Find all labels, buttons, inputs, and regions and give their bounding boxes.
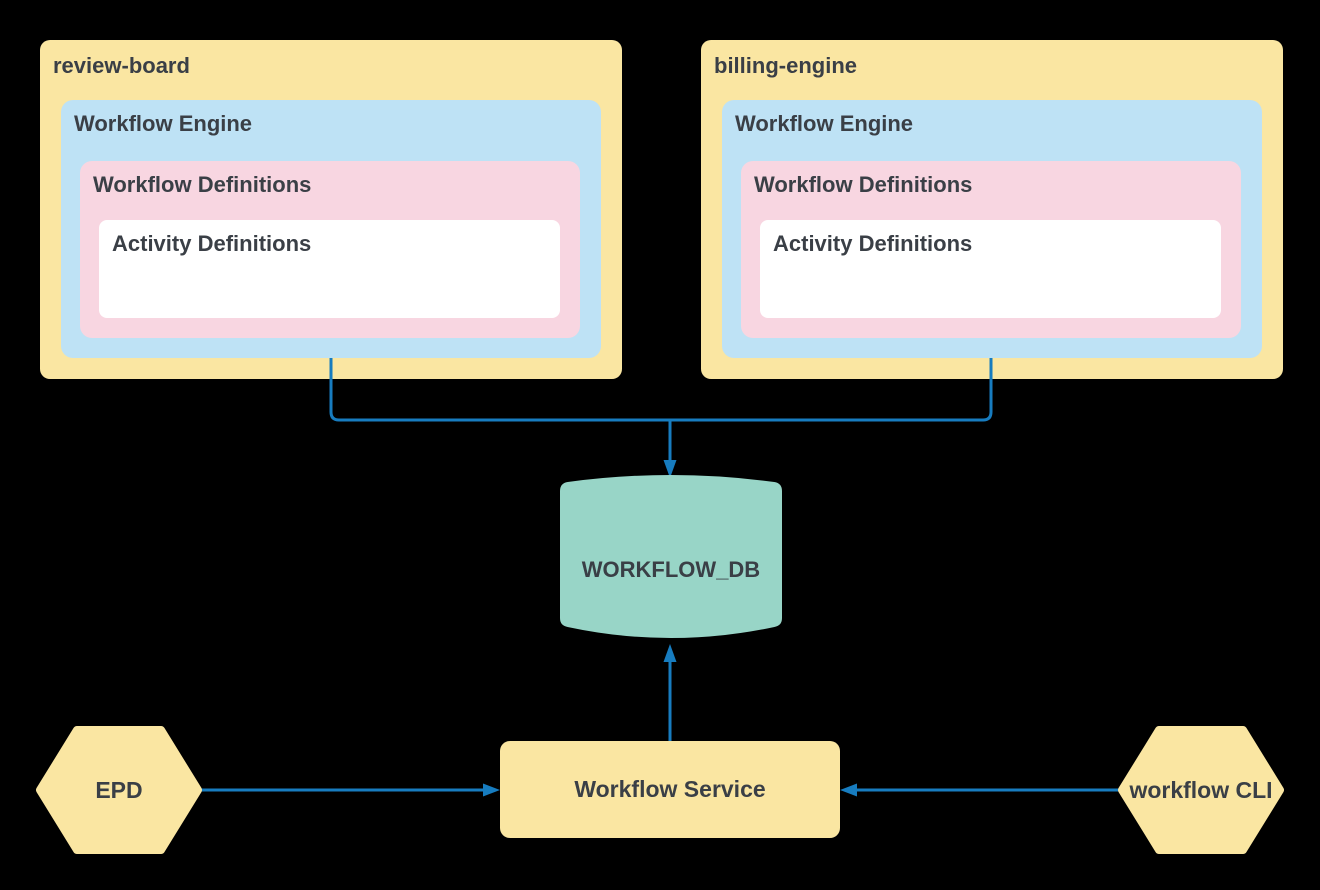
workflow-engine-label: Workflow Engine <box>735 111 914 136</box>
group-billing-engine: billing-engine Workflow Engine Workflow … <box>701 40 1283 379</box>
activity-definitions-label: Activity Definitions <box>112 231 312 256</box>
group-title: review-board <box>53 53 190 78</box>
workflow-service-node: Workflow Service <box>500 741 840 838</box>
group-review-board: review-board Workflow Engine Workflow De… <box>40 40 622 379</box>
epd-to-service-arrowhead <box>483 783 500 797</box>
activity-definitions-label: Activity Definitions <box>773 231 973 256</box>
workflow-definitions-box: Workflow Definitions Activity Definition… <box>741 161 1241 338</box>
activity-definitions-box: Activity Definitions <box>99 220 560 318</box>
db-arrowhead <box>663 460 677 478</box>
workflow-engine-box: Workflow Engine Workflow Definitions Act… <box>61 100 601 358</box>
workflow-definitions-label: Workflow Definitions <box>754 172 973 197</box>
activity-definitions-box: Activity Definitions <box>760 220 1221 318</box>
workflow-engine-label: Workflow Engine <box>74 111 253 136</box>
cli-to-service-arrowhead <box>840 783 857 797</box>
service-to-db-arrowhead <box>663 644 677 662</box>
workflow-engine-box: Workflow Engine Workflow Definitions Act… <box>722 100 1262 358</box>
database-label: WORKFLOW_DB <box>581 557 761 582</box>
workflow-cli-label: workflow CLI <box>1129 776 1273 803</box>
group-title: billing-engine <box>714 53 857 78</box>
epd-label: EPD <box>95 776 143 803</box>
workflow-definitions-label: Workflow Definitions <box>93 172 312 197</box>
workflow-definitions-box: Workflow Definitions Activity Definition… <box>80 161 580 338</box>
